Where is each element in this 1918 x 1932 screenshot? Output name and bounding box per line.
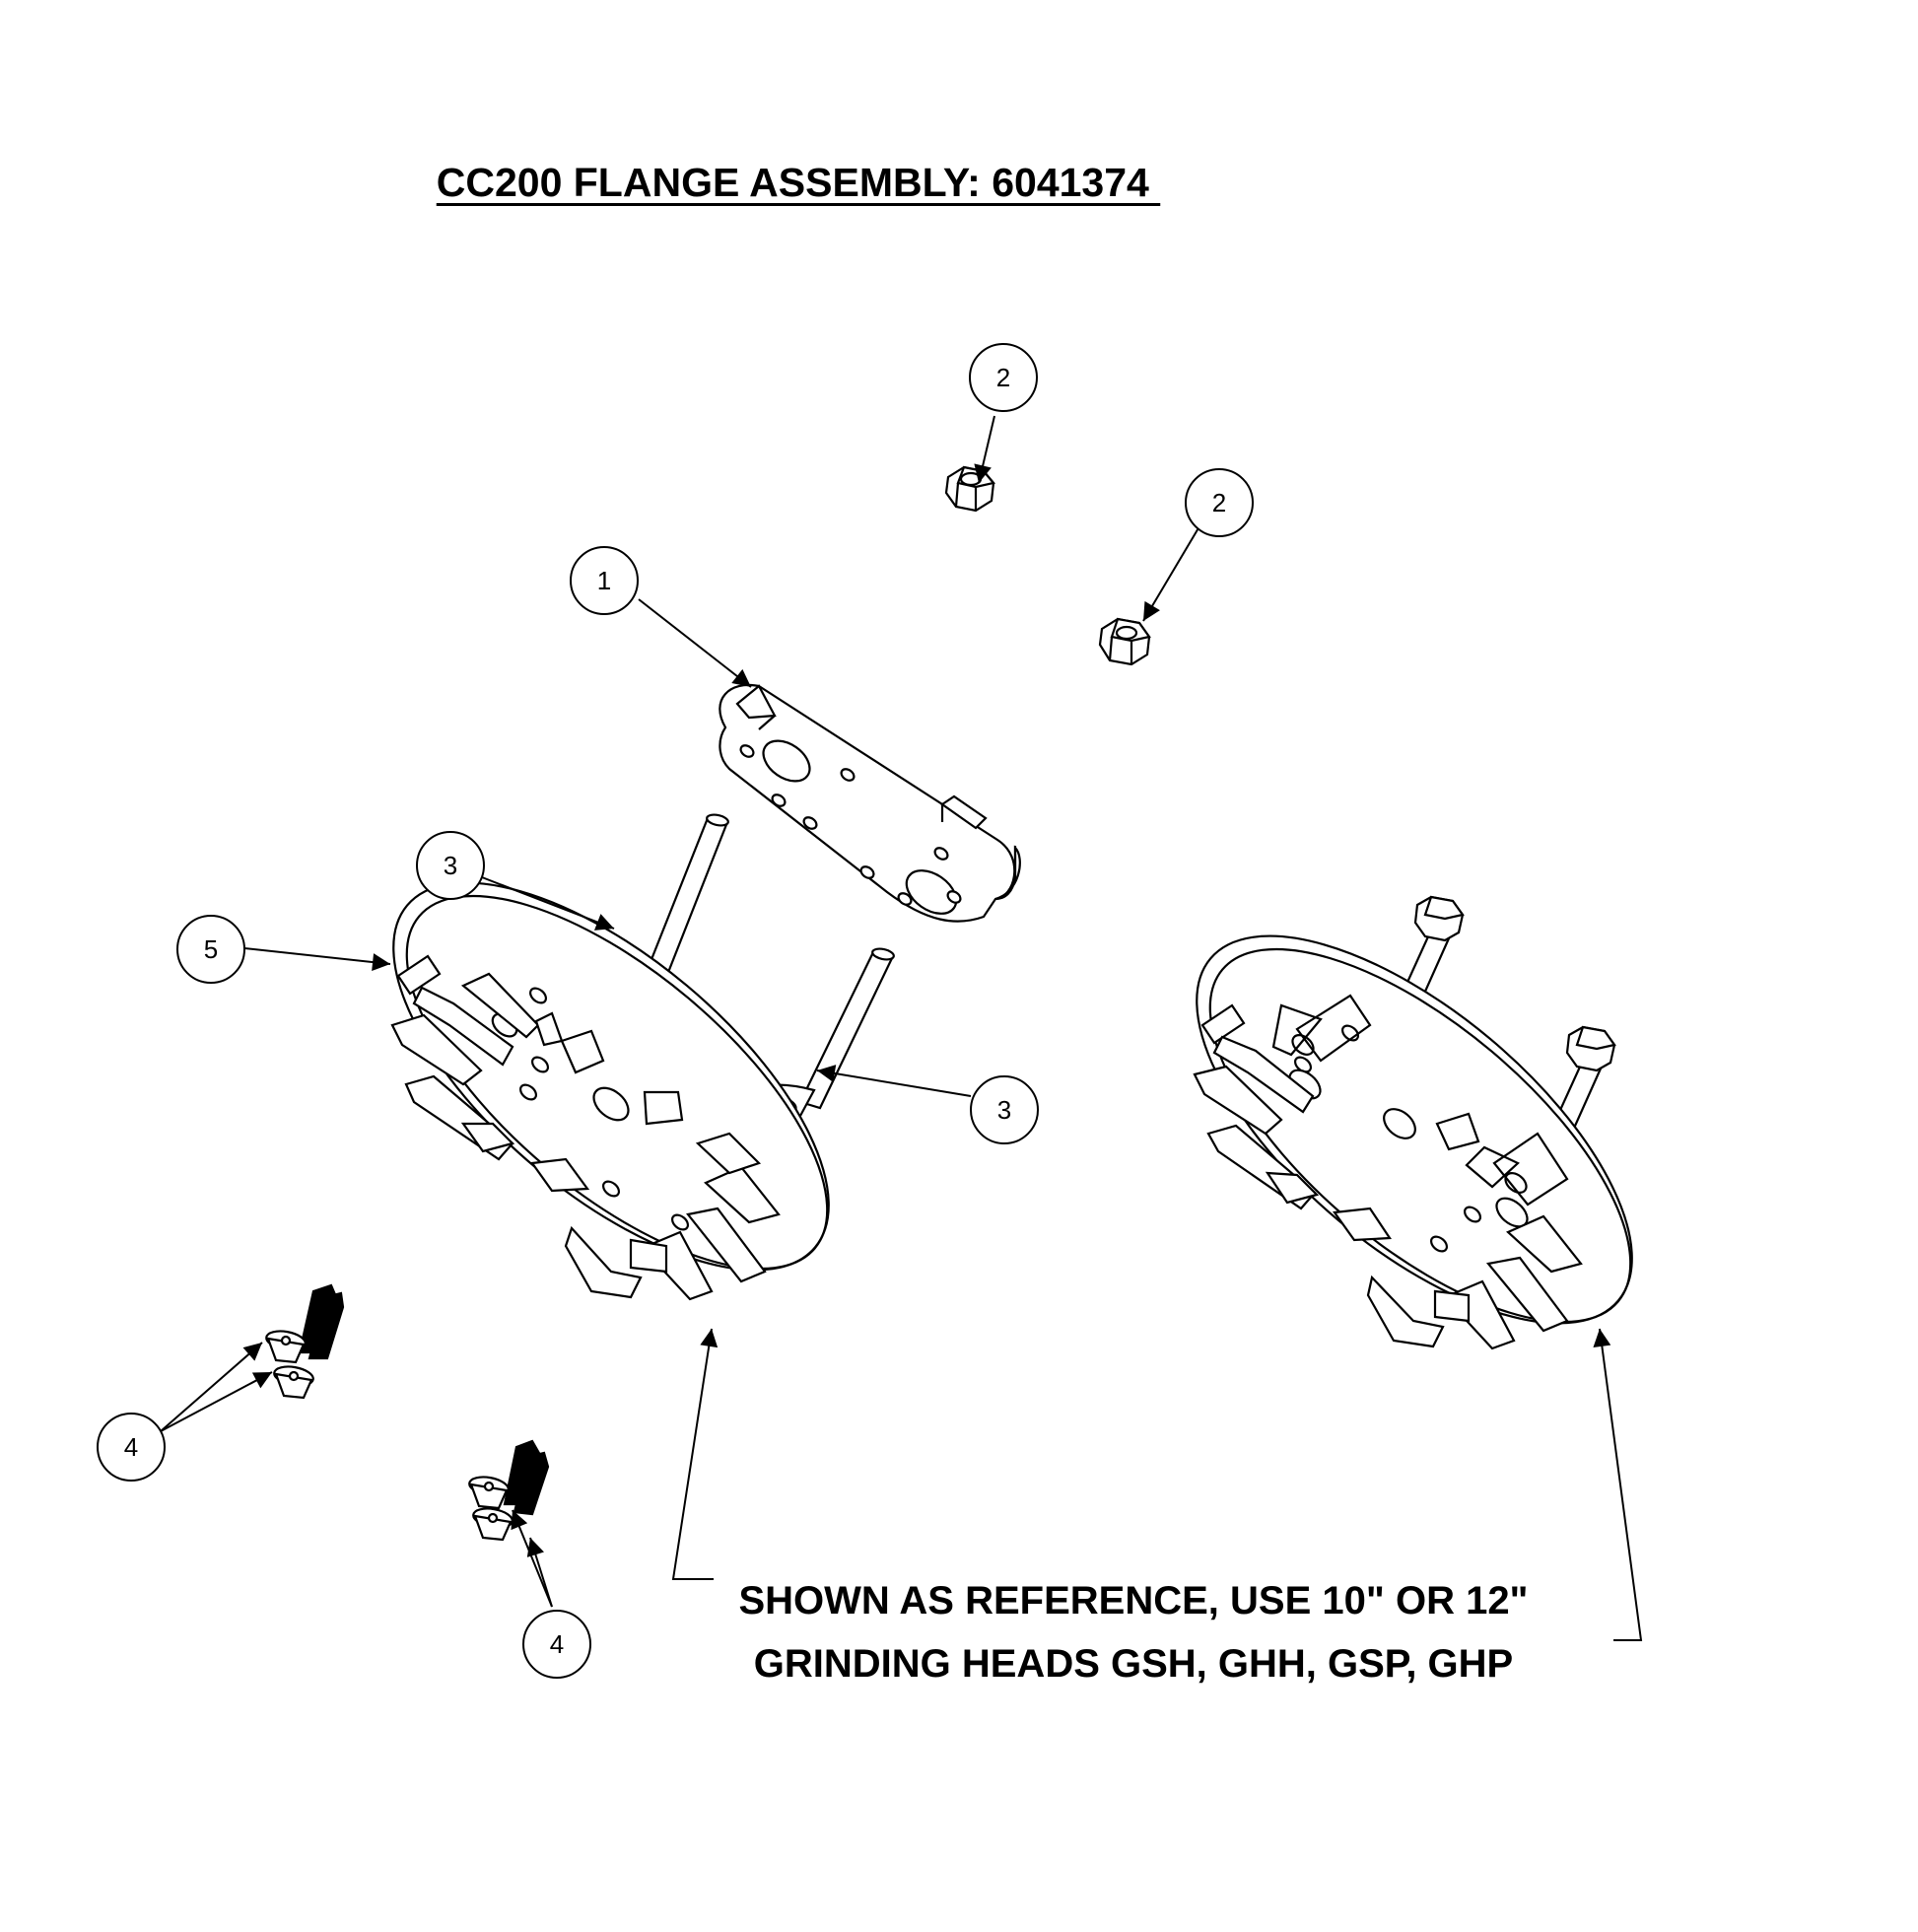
balloon-3a-label: 3 xyxy=(444,851,457,880)
leader-lines xyxy=(160,415,1643,1641)
screws-group-left xyxy=(265,1283,345,1400)
balloon-2b-label: 2 xyxy=(1212,488,1226,518)
reference-note-line-2: GRINDING HEADS GSH, GHH, GSP, GHP xyxy=(753,1642,1514,1686)
balloon-1-label: 1 xyxy=(597,566,611,595)
balloon-5: 5 xyxy=(176,915,245,984)
balloon-2a: 2 xyxy=(969,343,1038,412)
balloon-5-label: 5 xyxy=(204,934,218,964)
nut-upper xyxy=(944,465,996,513)
balloon-3b-label: 3 xyxy=(997,1095,1011,1125)
flange-part-1 xyxy=(719,683,1021,923)
balloon-2a-label: 2 xyxy=(996,363,1010,392)
balloon-4b: 4 xyxy=(522,1610,591,1679)
balloon-3a: 3 xyxy=(416,831,485,900)
nut-right xyxy=(1098,617,1151,666)
balloon-2b: 2 xyxy=(1185,468,1254,537)
balloon-4b-label: 4 xyxy=(550,1629,564,1659)
screws-group-lower xyxy=(468,1439,550,1542)
balloon-4a: 4 xyxy=(97,1413,166,1482)
balloon-1: 1 xyxy=(570,546,639,615)
reference-grinding-head-assembled xyxy=(1193,895,1633,1350)
balloon-3b: 3 xyxy=(970,1075,1039,1144)
balloon-4a-label: 4 xyxy=(124,1432,138,1462)
drawing-title: CC200 FLANGE ASSEMBLY: 6041374 xyxy=(436,160,1161,205)
reference-note-line-1: SHOWN AS REFERENCE, USE 10" OR 12" xyxy=(738,1579,1529,1622)
grinding-head-part-5 xyxy=(390,881,830,1301)
